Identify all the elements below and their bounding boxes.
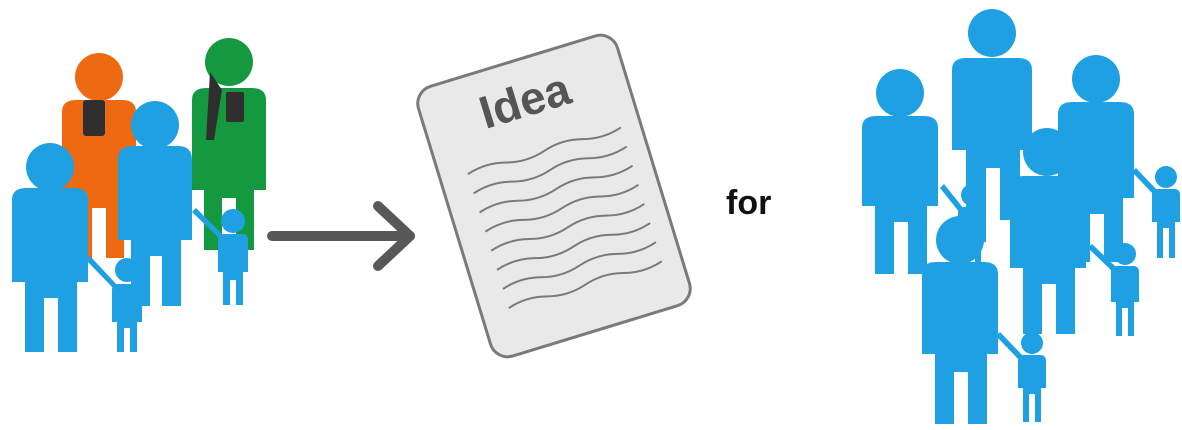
crowd-adult-5-icon <box>922 216 998 424</box>
idea-document-icon: Idea <box>413 31 694 361</box>
crowd-child-3-icon <box>1132 166 1180 258</box>
for-connector-text: for <box>726 186 771 220</box>
left-people-group <box>12 38 266 352</box>
crowd-adult-1-icon <box>862 69 938 274</box>
right-crowd-group <box>862 9 1180 424</box>
blue-child-left-icon <box>86 256 142 352</box>
crowd-child-4-icon <box>996 332 1046 422</box>
arrow-icon <box>272 206 410 266</box>
